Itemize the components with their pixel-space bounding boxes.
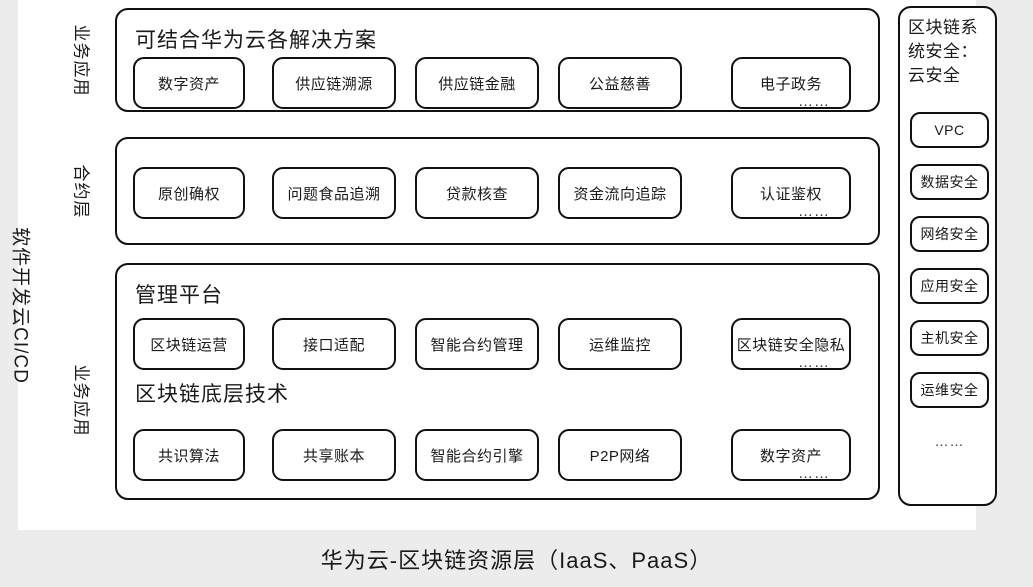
panel-business-application: 可结合华为云各解决方案数字资产供应链溯源供应链金融公益慈善电子政务…… <box>115 8 880 112</box>
panel-platform-and-base: 管理平台区块链底层技术区块链运营接口适配智能合约管理运维监控区块链安全隐私……共… <box>115 263 880 500</box>
chip-row: 区块链运营接口适配智能合约管理运维监控区块链安全隐私…… <box>117 318 882 371</box>
capability-chip[interactable]: 电子政务 <box>731 57 851 109</box>
security-panel: 区块链系统安全：云安全 VPC 数据安全网络安全应用安全主机安全运维安全 …… <box>898 6 997 506</box>
capability-chip[interactable]: 智能合约管理 <box>415 318 539 370</box>
capability-chip[interactable]: 数字资产 <box>133 57 245 109</box>
panel-subtitle: 区块链底层技术 <box>135 383 289 406</box>
capability-chip[interactable]: P2P网络 <box>558 429 682 481</box>
security-chip[interactable]: 应用安全 <box>910 268 989 304</box>
capability-chip[interactable]: 问题食品追溯 <box>272 167 396 219</box>
panel-title: 可结合华为云各解决方案 <box>135 29 377 52</box>
row-ellipsis: …… <box>798 93 830 110</box>
capability-chip[interactable]: 公益慈善 <box>558 57 682 109</box>
security-chip[interactable]: 数据安全 <box>910 164 989 200</box>
capability-chip[interactable]: 接口适配 <box>272 318 396 370</box>
chip-row: 原创确权问题食品追溯贷款核查资金流向追踪认证鉴权…… <box>117 167 882 220</box>
chip-row: 共识算法共享账本智能合约引擎 P2P网络数字资产…… <box>117 429 882 482</box>
layer-label: 合约层 <box>52 137 114 245</box>
capability-chip[interactable]: 供应链金融 <box>415 57 539 109</box>
capability-chip[interactable]: 共享账本 <box>272 429 396 481</box>
capability-chip[interactable]: 资金流向追踪 <box>558 167 682 219</box>
security-ellipsis: …… <box>934 433 965 449</box>
capability-chip[interactable]: 贷款核查 <box>415 167 539 219</box>
capability-chip[interactable]: 区块链运营 <box>133 318 245 370</box>
capability-chip[interactable]: 运维监控 <box>558 318 682 370</box>
panel-contract-layer: 原创确权问题食品追溯贷款核查资金流向追踪认证鉴权…… <box>115 137 880 245</box>
capability-chip[interactable]: 区块链安全隐私 <box>731 318 851 370</box>
resource-layer-footer: 华为云-区块链资源层（IaaS、PaaS） <box>0 530 1033 587</box>
security-chip[interactable]: VPC <box>910 112 989 148</box>
security-chip[interactable]: 网络安全 <box>910 216 989 252</box>
layer-label-column: 业务应用合约层业务应用 <box>52 0 114 530</box>
capability-chip[interactable]: 供应链溯源 <box>272 57 396 109</box>
security-chip[interactable]: 运维安全 <box>910 372 989 408</box>
layer-label: 业务应用 <box>52 8 114 112</box>
row-ellipsis: …… <box>798 465 830 482</box>
footer-label: 华为云-区块链资源层（IaaS、PaaS） <box>320 547 713 573</box>
layer-label-text: 合约层 <box>71 164 91 218</box>
security-chip[interactable]: 主机安全 <box>910 320 989 356</box>
capability-chip[interactable]: 智能合约引擎 <box>415 429 539 481</box>
panel-title: 管理平台 <box>135 284 223 307</box>
row-ellipsis: …… <box>798 354 830 371</box>
layer-label-text: 业务应用 <box>71 364 91 436</box>
software-dev-cloud-label: 软件开发云CI/CD <box>9 227 31 384</box>
layer-label-text: 业务应用 <box>71 24 91 96</box>
row-ellipsis: …… <box>798 203 830 220</box>
chip-row: 数字资产供应链溯源供应链金融公益慈善电子政务…… <box>117 57 882 110</box>
security-panel-title: 区块链系统安全：云安全 <box>908 18 978 85</box>
capability-chip[interactable]: 认证鉴权 <box>731 167 851 219</box>
capability-chip[interactable]: 原创确权 <box>133 167 245 219</box>
capability-chip[interactable]: 数字资产 <box>731 429 851 481</box>
layer-label: 业务应用 <box>52 300 114 500</box>
capability-chip[interactable]: 共识算法 <box>133 429 245 481</box>
